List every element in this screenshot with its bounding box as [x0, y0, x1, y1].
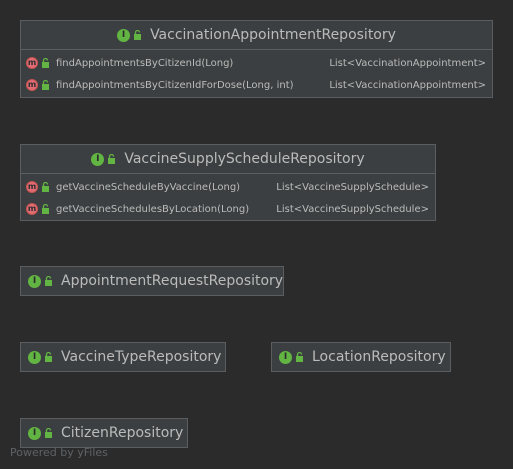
method-icon: m: [26, 203, 38, 215]
entity-title: LocationRepository: [312, 349, 446, 365]
public-lock-icon: [134, 30, 142, 40]
entity-icons: I: [117, 28, 142, 42]
public-lock-icon: [42, 80, 49, 90]
interface-icon: I: [28, 426, 41, 440]
interface-icon: I: [28, 274, 41, 288]
entity-citizen-repository[interactable]: I CitizenRepository: [20, 418, 188, 448]
method-icons: m: [26, 203, 50, 215]
entity-header: I VaccineTypeRepository: [21, 343, 225, 371]
entity-title: VaccineSupplyScheduleRepository: [124, 151, 365, 167]
entity-header: I LocationRepository: [272, 343, 450, 371]
entity-icons: I: [91, 152, 116, 166]
entity-header: I VaccineSupplyScheduleRepository: [21, 145, 435, 174]
entity-header: I AppointmentRequestRepository: [21, 267, 283, 295]
entity-header: I CitizenRepository: [21, 419, 187, 447]
entity-icons: I: [28, 350, 53, 364]
entity-icons: I: [28, 426, 53, 440]
method-return-type: List<VaccineSupplySchedule>: [276, 203, 429, 215]
interface-icon: I: [117, 28, 131, 42]
public-lock-icon: [42, 58, 49, 68]
entity-title: VaccineTypeRepository: [61, 349, 222, 365]
method-icons: m: [26, 57, 50, 69]
method-icon: m: [26, 181, 38, 193]
interface-icon: I: [91, 152, 105, 166]
method-row[interactable]: m findAppointmentsByCitizenId(Long) List…: [21, 52, 492, 74]
method-icon: m: [26, 79, 38, 91]
public-lock-icon: [45, 428, 52, 438]
entity-title: AppointmentRequestRepository: [61, 273, 284, 289]
public-lock-icon: [42, 182, 49, 192]
public-lock-icon: [108, 154, 116, 164]
method-name: findAppointmentsByCitizenId(Long): [56, 57, 234, 69]
entity-location-repository[interactable]: I LocationRepository: [271, 342, 451, 372]
entity-vaccination-appointment-repository[interactable]: I VaccinationAppointmentRepository m fin…: [20, 20, 493, 98]
public-lock-icon: [45, 276, 52, 286]
entity-title: VaccinationAppointmentRepository: [150, 27, 396, 43]
entity-appointment-request-repository[interactable]: I AppointmentRequestRepository: [20, 266, 284, 296]
method-return-type: List<VaccinationAppointment>: [329, 79, 486, 91]
method-name: findAppointmentsByCitizenIdForDose(Long,…: [56, 79, 294, 91]
entity-icons: I: [28, 274, 53, 288]
entity-title: CitizenRepository: [61, 425, 184, 441]
method-icons: m: [26, 181, 50, 193]
method-row[interactable]: m findAppointmentsByCitizenIdForDose(Lon…: [21, 74, 492, 96]
method-list: m getVaccineScheduleByVaccine(Long) List…: [21, 174, 435, 222]
method-name: getVaccineScheduleByVaccine(Long): [56, 181, 241, 193]
method-return-type: List<VaccineSupplySchedule>: [276, 181, 429, 193]
entity-header: I VaccinationAppointmentRepository: [21, 21, 492, 50]
entity-vaccine-supply-schedule-repository[interactable]: I VaccineSupplyScheduleRepository m getV…: [20, 144, 436, 221]
public-lock-icon: [45, 352, 52, 362]
interface-icon: I: [279, 350, 292, 364]
method-return-type: List<VaccinationAppointment>: [329, 57, 486, 69]
public-lock-icon: [42, 204, 49, 214]
watermark: Powered by yFiles: [10, 446, 108, 459]
method-row[interactable]: m getVaccineSchedulesByLocation(Long) Li…: [21, 198, 435, 220]
interface-icon: I: [28, 350, 41, 364]
entity-vaccine-type-repository[interactable]: I VaccineTypeRepository: [20, 342, 226, 372]
method-icons: m: [26, 79, 50, 91]
entity-icons: I: [279, 350, 304, 364]
public-lock-icon: [296, 352, 303, 362]
method-list: m findAppointmentsByCitizenId(Long) List…: [21, 50, 492, 98]
method-name: getVaccineSchedulesByLocation(Long): [56, 203, 250, 215]
method-icon: m: [26, 57, 38, 69]
method-row[interactable]: m getVaccineScheduleByVaccine(Long) List…: [21, 176, 435, 198]
